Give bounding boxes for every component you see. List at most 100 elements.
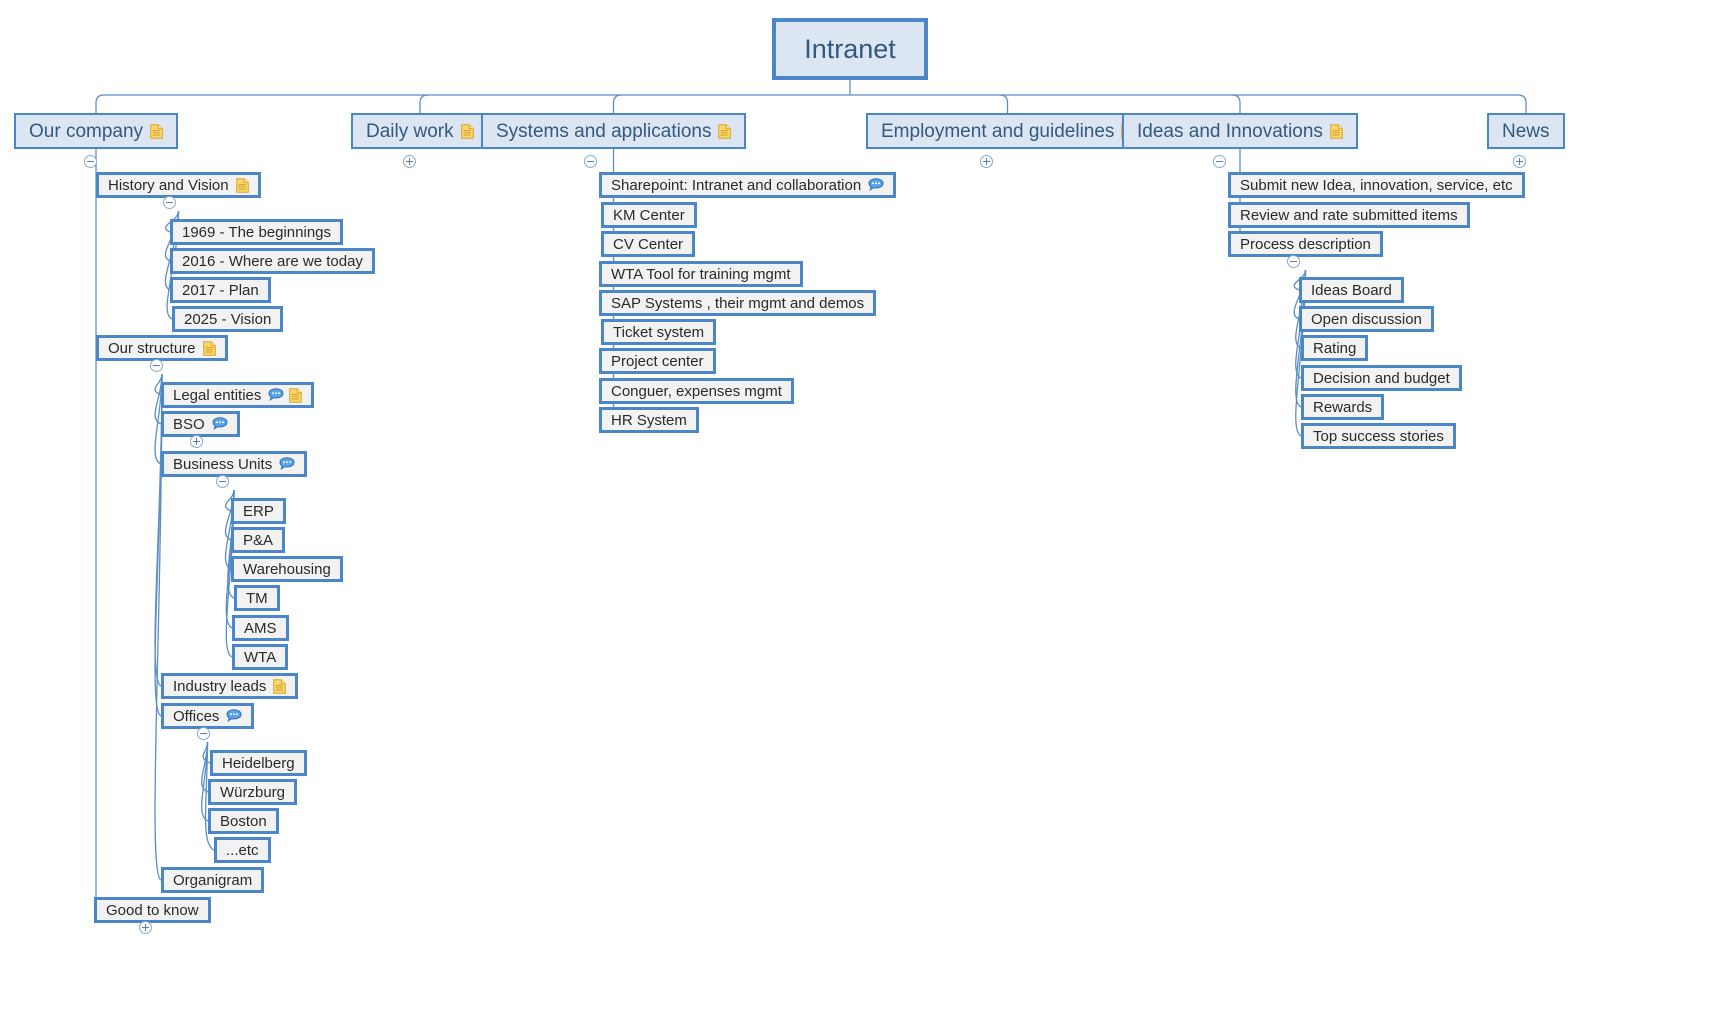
mindmap-node-ideas-and-innovations[interactable]: Ideas and Innovations: [1122, 113, 1358, 149]
mindmap-node-news[interactable]: News: [1487, 113, 1565, 149]
node-icons: [273, 678, 287, 694]
node-label: Würzburg: [220, 783, 286, 801]
node-label: WTA: [244, 648, 277, 666]
node-label: Systems and applications: [496, 120, 712, 142]
expand-toggle-icon-employment-and-guidelines[interactable]: [980, 155, 993, 168]
mindmap-node-bso[interactable]: BSO: [161, 411, 240, 437]
mindmap-node-business-units[interactable]: Business Units: [161, 451, 308, 477]
node-label: 2025 - Vision: [184, 310, 272, 328]
collapse-toggle-icon-ideas-and-innovations[interactable]: [1213, 155, 1226, 168]
mindmap-node-km-center[interactable]: KM Center: [601, 202, 697, 228]
mindmap-node-sharepoint[interactable]: Sharepoint: Intranet and collaboration: [599, 172, 897, 198]
expand-toggle-icon-bso[interactable]: [190, 435, 203, 448]
note-icon: [289, 387, 303, 403]
mindmap-node-project-center[interactable]: Project center: [599, 348, 716, 374]
mindmap-node-ideas-board[interactable]: Ideas Board: [1299, 277, 1404, 303]
node-label: Boston: [220, 812, 267, 830]
node-label: Heidelberg: [222, 754, 295, 772]
mindmap-node-2017-plan[interactable]: 2017 - Plan: [170, 277, 271, 303]
comment-icon: [868, 178, 884, 192]
mindmap-node-1969-the-beginnings[interactable]: 1969 - The beginnings: [170, 219, 344, 245]
expand-toggle-icon-good-to-know[interactable]: [139, 921, 152, 934]
mindmap-node-conguer[interactable]: Conguer, expenses mgmt: [599, 378, 794, 404]
node-label: Warehousing: [243, 560, 331, 578]
mindmap-node-2016-where-are-we-today[interactable]: 2016 - Where are we today: [170, 248, 375, 274]
node-icons: [212, 417, 228, 431]
note-icon: [460, 123, 474, 139]
mindmap-node-etc[interactable]: ...etc: [214, 837, 271, 863]
mindmap-node-2025-vision[interactable]: 2025 - Vision: [172, 306, 284, 332]
node-label: Top success stories: [1313, 427, 1444, 445]
mindmap-node-warehousing[interactable]: Warehousing: [231, 556, 343, 582]
node-label: Business Units: [173, 455, 273, 473]
node-icons: [235, 177, 249, 193]
mindmap-node-sap-systems[interactable]: SAP Systems , their mgmt and demos: [599, 290, 877, 316]
node-label: News: [1502, 120, 1550, 142]
node-icons: [718, 123, 732, 139]
mindmap-node-organigram[interactable]: Organigram: [161, 867, 265, 893]
collapse-toggle-icon-business-units[interactable]: [216, 475, 229, 488]
mindmap-node-heidelberg[interactable]: Heidelberg: [210, 750, 307, 776]
comment-icon: [226, 709, 242, 723]
mindmap-node-offices[interactable]: Offices: [161, 703, 255, 729]
mindmap-node-wurzburg[interactable]: Würzburg: [208, 779, 298, 805]
mindmap-node-ticket-system[interactable]: Ticket system: [601, 319, 717, 345]
node-label: Ticket system: [613, 323, 705, 341]
mindmap-node-submit-new-idea[interactable]: Submit new Idea, innovation, service, et…: [1228, 172, 1525, 198]
collapse-toggle-icon-our-structure[interactable]: [150, 359, 163, 372]
mindmap-node-our-company[interactable]: Our company: [14, 113, 179, 149]
node-label: Conguer, expenses mgmt: [611, 382, 782, 400]
collapse-toggle-icon-history-and-vision[interactable]: [163, 196, 176, 209]
mindmap-node-erp[interactable]: ERP: [231, 498, 286, 524]
node-label: Open discussion: [1311, 310, 1422, 328]
mindmap-node-our-structure[interactable]: Our structure: [96, 335, 228, 361]
node-label: Good to know: [106, 901, 199, 919]
collapse-toggle-icon-our-company[interactable]: [84, 155, 97, 168]
mindmap-node-daily-work[interactable]: Daily work: [351, 113, 489, 149]
mindmap-node-legal-entities[interactable]: Legal entities: [161, 382, 315, 408]
mindmap-node-rating[interactable]: Rating: [1301, 335, 1369, 361]
expand-toggle-icon-daily-work[interactable]: [403, 155, 416, 168]
mindmap-node-employment-and-guidelines[interactable]: Employment and guidelines: [866, 113, 1150, 149]
mindmap-node-pa[interactable]: P&A: [231, 527, 286, 553]
mindmap-node-top-success-stories[interactable]: Top success stories: [1301, 423, 1456, 449]
node-label: Submit new Idea, innovation, service, et…: [1240, 176, 1513, 194]
node-icons: [868, 178, 884, 192]
node-label: Process description: [1240, 235, 1371, 253]
mindmap-node-good-to-know[interactable]: Good to know: [94, 897, 211, 923]
note-icon: [150, 123, 163, 139]
note-icon: [273, 678, 287, 694]
mindmap-node-hr-system[interactable]: HR System: [599, 407, 699, 433]
node-label: Rewards: [1313, 398, 1373, 416]
node-label: CV Center: [613, 235, 684, 253]
note-icon: [202, 340, 216, 356]
node-label: KM Center: [613, 206, 685, 224]
mindmap-node-wta-tool[interactable]: WTA Tool for training mgmt: [599, 261, 803, 287]
mindmap-node-review-and-rate[interactable]: Review and rate submitted items: [1228, 202, 1470, 228]
mindmap-node-rewards[interactable]: Rewards: [1301, 394, 1385, 420]
node-label: Ideas Board: [1311, 281, 1392, 299]
mindmap-node-industry-leads[interactable]: Industry leads: [161, 673, 299, 699]
node-label: Industry leads: [173, 677, 267, 695]
node-label: SAP Systems , their mgmt and demos: [611, 294, 865, 312]
expand-toggle-icon-news[interactable]: [1513, 155, 1526, 168]
mindmap-node-process-description[interactable]: Process description: [1228, 231, 1383, 257]
mindmap-node-boston[interactable]: Boston: [208, 808, 279, 834]
mindmap-node-wta[interactable]: WTA: [232, 644, 289, 670]
mindmap-root-node[interactable]: Intranet: [772, 18, 928, 80]
mindmap-node-tm[interactable]: TM: [234, 585, 280, 611]
mindmap-node-history-and-vision[interactable]: History and Vision: [96, 172, 261, 198]
node-icons: [460, 123, 474, 139]
mindmap-node-open-discussion[interactable]: Open discussion: [1299, 306, 1434, 332]
collapse-toggle-icon-systems-and-applications[interactable]: [584, 155, 597, 168]
node-label: Our structure: [108, 339, 196, 357]
node-label: AMS: [244, 619, 277, 637]
collapse-toggle-icon-offices[interactable]: [197, 727, 210, 740]
note-icon: [235, 177, 249, 193]
mindmap-node-systems-and-applications[interactable]: Systems and applications: [481, 113, 747, 149]
mindmap-node-decision-and-budget[interactable]: Decision and budget: [1301, 365, 1462, 391]
mindmap-node-cv-center[interactable]: CV Center: [601, 231, 696, 257]
collapse-toggle-icon-process-description[interactable]: [1287, 255, 1300, 268]
mindmap-node-ams[interactable]: AMS: [232, 615, 289, 641]
